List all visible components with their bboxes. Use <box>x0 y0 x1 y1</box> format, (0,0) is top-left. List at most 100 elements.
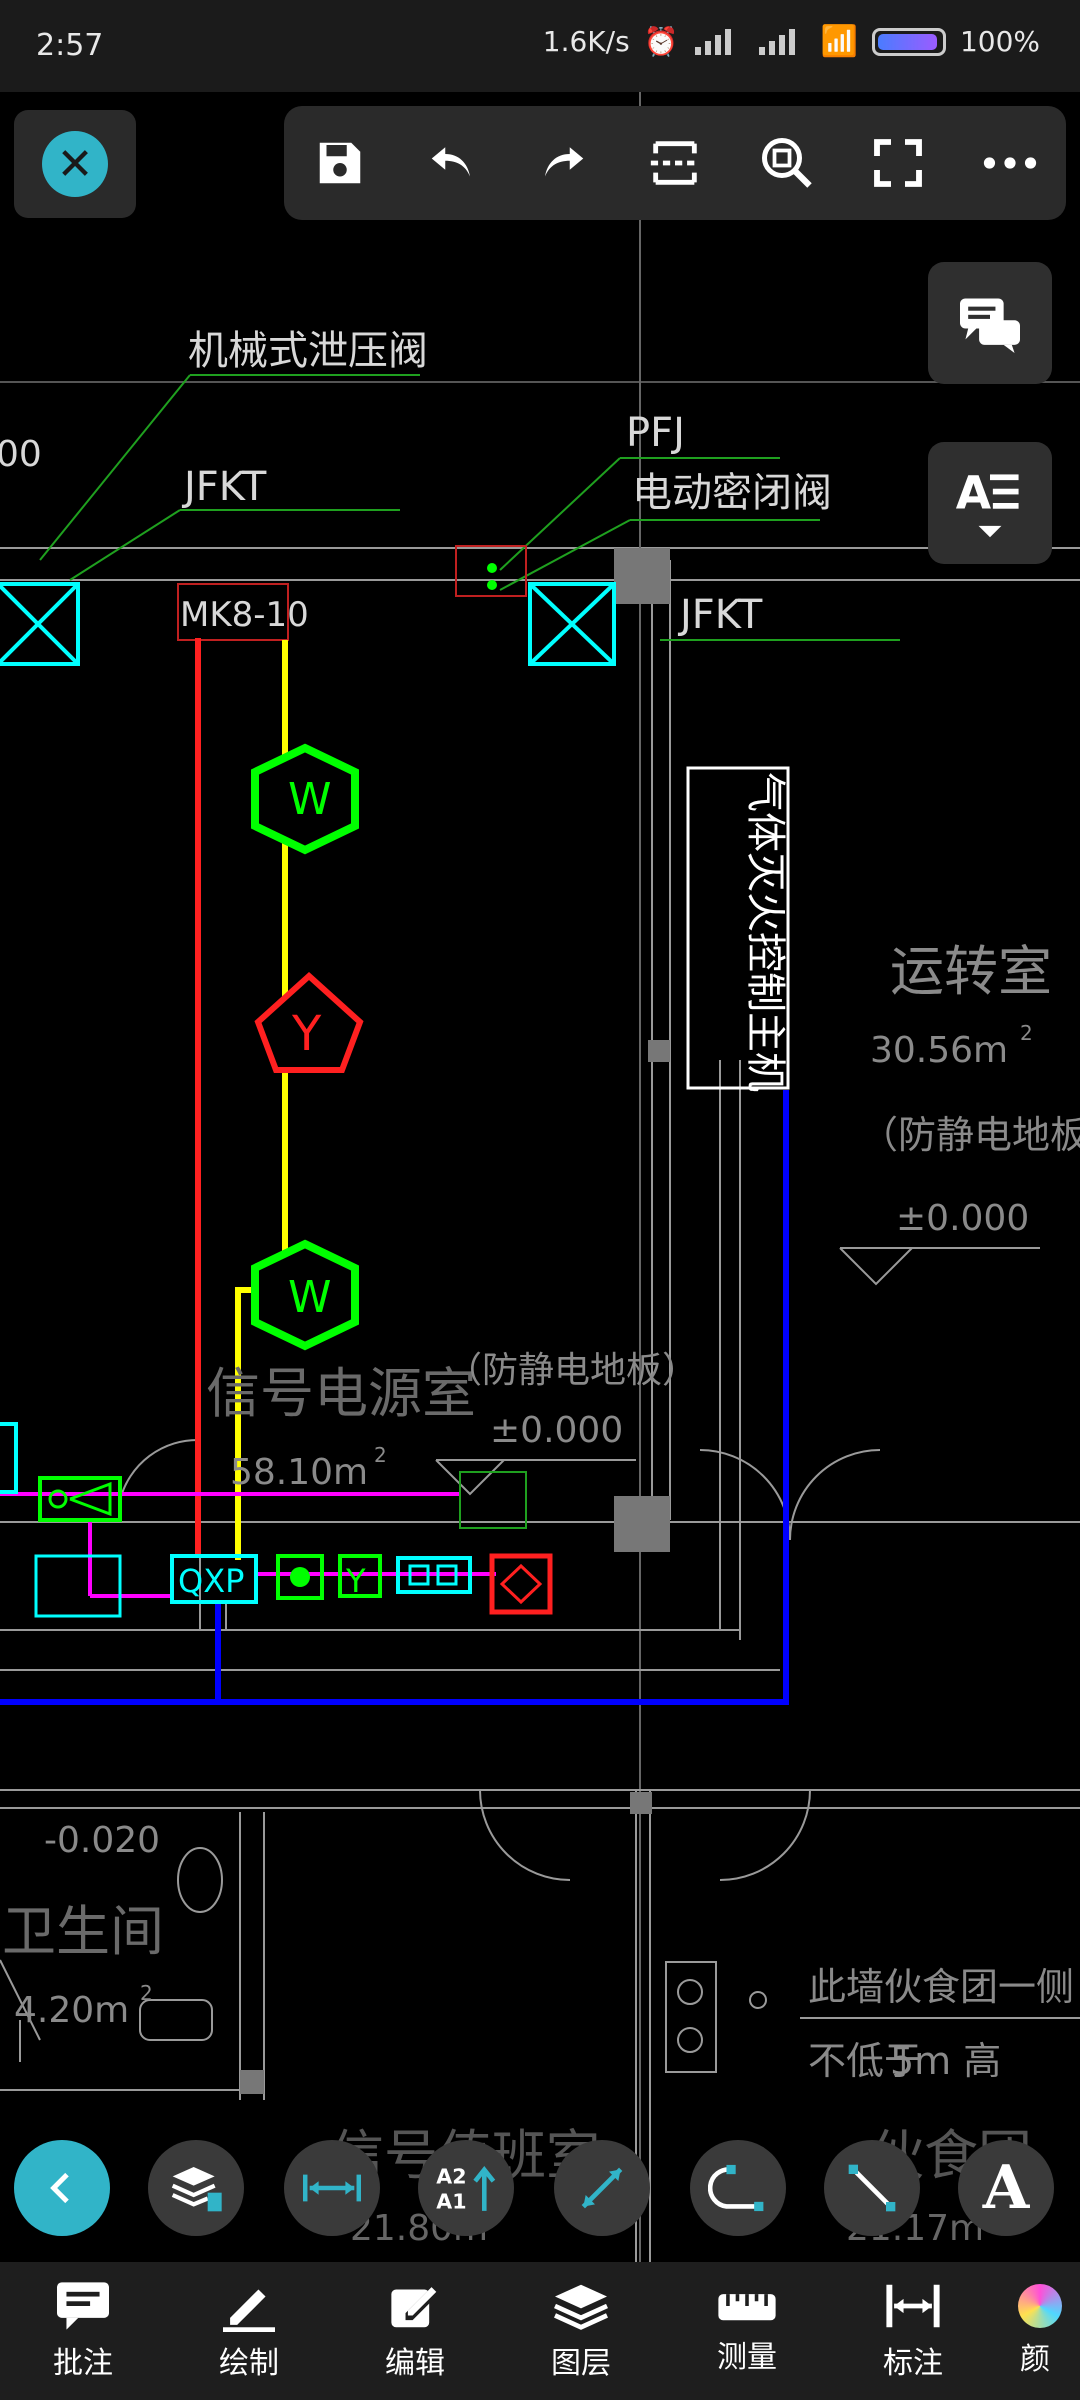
label-qxp: QXP <box>178 1562 244 1600</box>
line-icon <box>848 2164 896 2212</box>
nav-edit-label: 编辑 <box>385 2346 445 2381</box>
label-y: Y <box>291 1006 322 1062</box>
measure-icon <box>718 2294 776 2321</box>
door-arc <box>119 1438 201 1501</box>
window-select-button[interactable] <box>630 118 720 208</box>
status-time: 2:57 <box>36 28 104 63</box>
nav-draw[interactable]: 绘制 <box>166 2262 332 2400</box>
nav-color[interactable]: 颜 <box>996 2262 1080 2400</box>
text-size-top: A2 <box>436 2164 466 2188</box>
device-green-1 <box>276 1554 324 1600</box>
door-arc <box>789 1449 881 1541</box>
redo-button[interactable] <box>518 118 608 208</box>
label-level-right: ±0.000 <box>896 1198 1029 1239</box>
column <box>614 548 670 604</box>
battery-percent: 100% <box>959 25 1040 58</box>
signal-icon-2 <box>758 28 795 55</box>
leader-line <box>69 509 181 581</box>
nav-edit[interactable]: 编辑 <box>332 2262 498 2400</box>
label-relief-valve: 机械式泄压阀 <box>188 328 428 374</box>
text-tool-button[interactable]: A <box>958 2140 1054 2236</box>
w-detector-top <box>251 743 359 855</box>
zoom-fit-button[interactable] <box>742 118 832 208</box>
fullscreen-button[interactable] <box>853 118 943 208</box>
column <box>240 2070 264 2094</box>
text-style-icon: A <box>956 467 1019 538</box>
close-button[interactable]: ✕ <box>14 110 136 218</box>
column <box>614 1496 670 1552</box>
wifi-icon: 📶 <box>820 24 858 59</box>
device-green-y <box>338 1554 382 1598</box>
back-icon <box>50 2172 69 2204</box>
line-button[interactable] <box>824 2140 920 2236</box>
nav-annotate-label: 批注 <box>53 2346 113 2381</box>
aligned-dimension-button[interactable] <box>554 2140 650 2236</box>
undo-button[interactable] <box>407 118 497 208</box>
edit-icon <box>391 2287 437 2328</box>
label-left-number: 00 <box>0 434 42 475</box>
pfj-valve-symbol <box>455 545 527 597</box>
gas-fire-host-box <box>686 766 790 1090</box>
label-antistatic-right: （防静电地板 <box>860 1113 1080 1157</box>
label-operation-sup: 2 <box>1020 1021 1033 1045</box>
text-style-button[interactable]: A <box>928 442 1052 564</box>
dimension-icon <box>886 2284 940 2328</box>
label-w2: W <box>288 1272 332 1323</box>
comment-button[interactable] <box>928 262 1052 384</box>
drawing-canvas[interactable]: 机械式泄压阀 00 JFKT PFJ 电动密闭阀 JFKT MK8-10 W Y… <box>0 92 1080 2262</box>
layers-list-icon <box>171 2167 222 2212</box>
window-select-icon <box>650 141 700 185</box>
label-jfkt-left: JFKT <box>181 464 267 510</box>
label-toilet-area: 4.20m <box>14 1990 129 2031</box>
leader-line <box>499 457 621 571</box>
label-wall-note1: 此墙伙食团一侧 <box>808 1965 1074 2009</box>
sink-symbol <box>665 1961 717 2073</box>
label-electric-valve: 电动密闭阀 <box>632 470 832 516</box>
label-operation-area: 30.56m <box>870 1030 1008 1071</box>
linear-dimension-button[interactable] <box>284 2140 380 2236</box>
nav-dimension[interactable]: 标注 <box>830 2262 996 2400</box>
nav-measure[interactable]: 测量 <box>664 2262 830 2400</box>
color-icon <box>1018 2284 1062 2328</box>
redo-icon <box>545 147 584 177</box>
nav-color-label: 颜 <box>1020 2342 1050 2377</box>
arc-button[interactable] <box>690 2140 786 2236</box>
bottom-nav: 批注 绘制 编辑 图层 测量 标注 颜 <box>0 2262 1080 2400</box>
label-signal-area: 58.10m <box>230 1452 368 1493</box>
blue-cable <box>0 1090 789 1705</box>
label-w1: W <box>288 774 332 825</box>
status-icons: 1.6K/s ⏰ 📶 100% <box>543 24 1040 59</box>
door-arc <box>699 1449 791 1541</box>
jfkt-box-left <box>0 582 80 666</box>
label-antistatic-center: （防静电地板） <box>446 1350 698 1391</box>
layers-list-button[interactable] <box>148 2140 244 2236</box>
label-wall-note2: 不低于 <box>808 2039 922 2083</box>
save-button[interactable] <box>295 118 385 208</box>
svg-text:A: A <box>956 467 992 520</box>
y-detector <box>254 971 364 1073</box>
yellow-cable <box>235 1287 258 1560</box>
leader-line <box>39 374 191 561</box>
leader-line <box>499 519 631 591</box>
toilet-symbol <box>177 1847 223 1913</box>
door-arc <box>479 1789 571 1881</box>
aligned-dimension-icon <box>581 2167 623 2209</box>
comment-bubbles-icon <box>960 298 1020 353</box>
device-cyan-double <box>396 1556 472 1594</box>
level-marker <box>435 1459 505 1496</box>
save-icon <box>319 142 361 184</box>
nav-annotate[interactable]: 批注 <box>0 2262 166 2400</box>
jfkt-box-right <box>528 582 616 666</box>
label-level-center: ±0.000 <box>490 1410 623 1451</box>
status-bar: 2:57 1.6K/s ⏰ 📶 100% <box>0 0 1080 92</box>
more-button[interactable] <box>965 118 1055 208</box>
back-button[interactable] <box>14 2140 110 2236</box>
label-mk: MK8-10 <box>180 595 309 635</box>
label-wall-note2b: 5m 高 <box>890 2039 1001 2083</box>
layers-icon <box>554 2284 608 2330</box>
text-size-button[interactable]: A2 A1 <box>418 2140 514 2236</box>
device-green-horn <box>38 1476 122 1522</box>
nav-layers[interactable]: 图层 <box>498 2262 664 2400</box>
nav-measure-label: 测量 <box>717 2340 777 2375</box>
label-toilet-level: -0.020 <box>44 1820 160 1861</box>
